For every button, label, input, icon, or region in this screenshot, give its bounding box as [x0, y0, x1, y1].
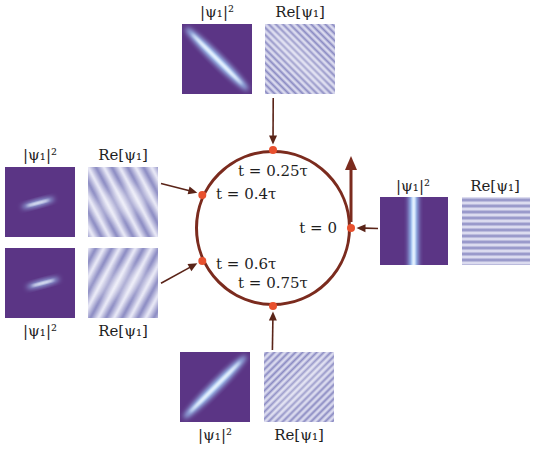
- image-panel: |ψ₁|² Re[ψ₁]: [180, 2, 338, 98]
- panel-heading: Re[ψ₁]: [275, 3, 325, 21]
- panel-heading: |ψ₁|²: [23, 146, 57, 164]
- time-dot: [347, 224, 355, 232]
- time-pointer: [161, 263, 197, 283]
- pointer-line: [161, 267, 190, 283]
- panel-heading: |ψ₁|²: [200, 3, 234, 21]
- time-dot: [269, 146, 277, 154]
- wave-image: [88, 248, 158, 318]
- density-image: [380, 192, 448, 270]
- image-panel: |ψ₁|² Re[ψ₁]: [3, 246, 161, 344]
- time-pointer: [269, 98, 277, 145]
- wave-image: [462, 197, 530, 265]
- time-label: t = 0.4τ: [216, 185, 276, 203]
- arrowhead: [188, 187, 198, 195]
- panel-heading: Re[ψ₁]: [470, 177, 520, 195]
- wave-image: [263, 22, 337, 96]
- pointer-line: [161, 183, 190, 190]
- time-pointer: [269, 312, 277, 351]
- density-image: [5, 167, 75, 237]
- pointer-line: [272, 98, 274, 137]
- time-label: t = 0.75τ: [238, 274, 308, 292]
- image-panel: |ψ₁|² Re[ψ₁]: [178, 350, 338, 448]
- wave-image: [88, 167, 158, 237]
- pointer-line: [364, 227, 378, 229]
- direction-arrow: [350, 168, 353, 222]
- pointer-line: [272, 319, 274, 350]
- density-image: [182, 24, 252, 94]
- time-label: t = 0: [299, 219, 337, 237]
- arrowhead: [188, 263, 198, 271]
- panel-heading: |ψ₁|²: [23, 322, 57, 340]
- arrowhead: [269, 135, 277, 144]
- time-circle: t = 0.25τ t = 0.4τ t = 0.6τ t = 0 t = 0.75τ: [195, 150, 351, 306]
- panel-heading: |ψ₁|²: [198, 426, 232, 444]
- time-label: t = 0.6τ: [216, 255, 276, 273]
- panel-heading: Re[ψ₁]: [98, 322, 148, 340]
- time-dot: [269, 302, 277, 310]
- time-pointer: [161, 183, 197, 194]
- arrowhead: [357, 224, 366, 232]
- density-image: [180, 352, 250, 422]
- time-dot: [198, 191, 206, 199]
- image-panel: |ψ₁|² Re[ψ₁]: [3, 145, 161, 241]
- density-image: [5, 248, 75, 318]
- direction-arrowhead: [345, 156, 357, 170]
- wave-image: [262, 350, 336, 424]
- time-pointer: [357, 224, 379, 232]
- image-panel: |ψ₁|² Re[ψ₁]: [378, 176, 536, 268]
- time-label: t = 0.25τ: [238, 162, 308, 180]
- circle-outline: [197, 152, 350, 305]
- time-dot: [198, 257, 206, 265]
- panel-heading: Re[ψ₁]: [274, 426, 324, 444]
- panel-heading: |ψ₁|²: [396, 177, 430, 195]
- arrowhead: [269, 312, 277, 321]
- panel-heading: Re[ψ₁]: [98, 146, 148, 164]
